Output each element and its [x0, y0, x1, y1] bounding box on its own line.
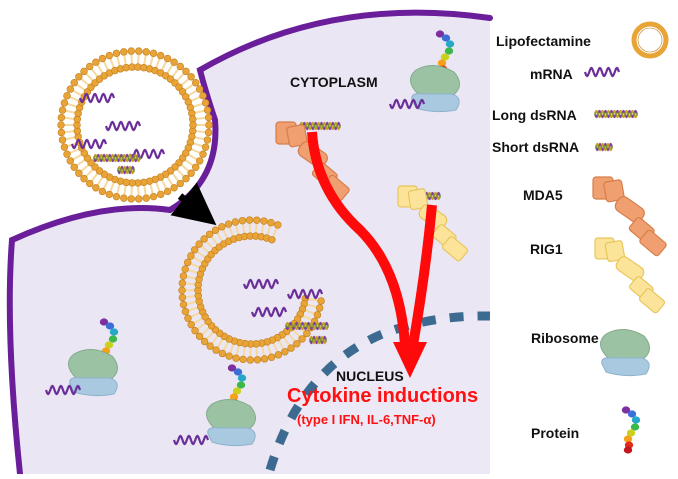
short-dsrna: [118, 167, 134, 173]
legend-label-ribosome: Ribosome: [531, 330, 599, 346]
legend-label-lipofectamine: Lipofectamine: [496, 33, 591, 49]
nucleus-label: NUCLEUS: [336, 368, 404, 384]
long-dsrna: [286, 323, 328, 329]
legend-icons: [585, 24, 667, 454]
mrna-strand: [585, 68, 619, 76]
long-dsrna: [300, 123, 340, 129]
legend-label-rig1: RIG1: [530, 241, 563, 257]
mrna-strand: [106, 122, 140, 130]
ribosome-small-subunit: [412, 94, 459, 112]
cytokine-label: Cytokine inductions: [287, 385, 478, 408]
cytokine-sub-label: (type I IFN, IL-6,TNF-α): [297, 412, 436, 427]
ribosome: [600, 329, 649, 375]
ribosome: [206, 399, 255, 445]
ribosome-large-subunit: [600, 329, 649, 360]
legend-label-mrna: mRNA: [530, 66, 573, 82]
short-dsrna: [596, 144, 612, 150]
cytoplasm-label: CYTOPLASM: [290, 74, 378, 90]
legend-label-mda5: MDA5: [523, 187, 563, 203]
legend-label-short-dsrna: Short dsRNA: [492, 139, 579, 155]
legend-label-protein: Protein: [531, 425, 579, 441]
short-dsrna: [310, 337, 326, 343]
ribosome: [410, 65, 459, 111]
long-dsrna: [595, 111, 637, 117]
ribosome-small-subunit: [208, 428, 255, 446]
lipofectamine-icon: [634, 24, 666, 56]
legend-label-long-dsrna: Long dsRNA: [492, 107, 577, 123]
ribosome-small-subunit: [602, 358, 649, 376]
protein-chain: [622, 406, 640, 453]
mrna-strand: [72, 140, 106, 148]
